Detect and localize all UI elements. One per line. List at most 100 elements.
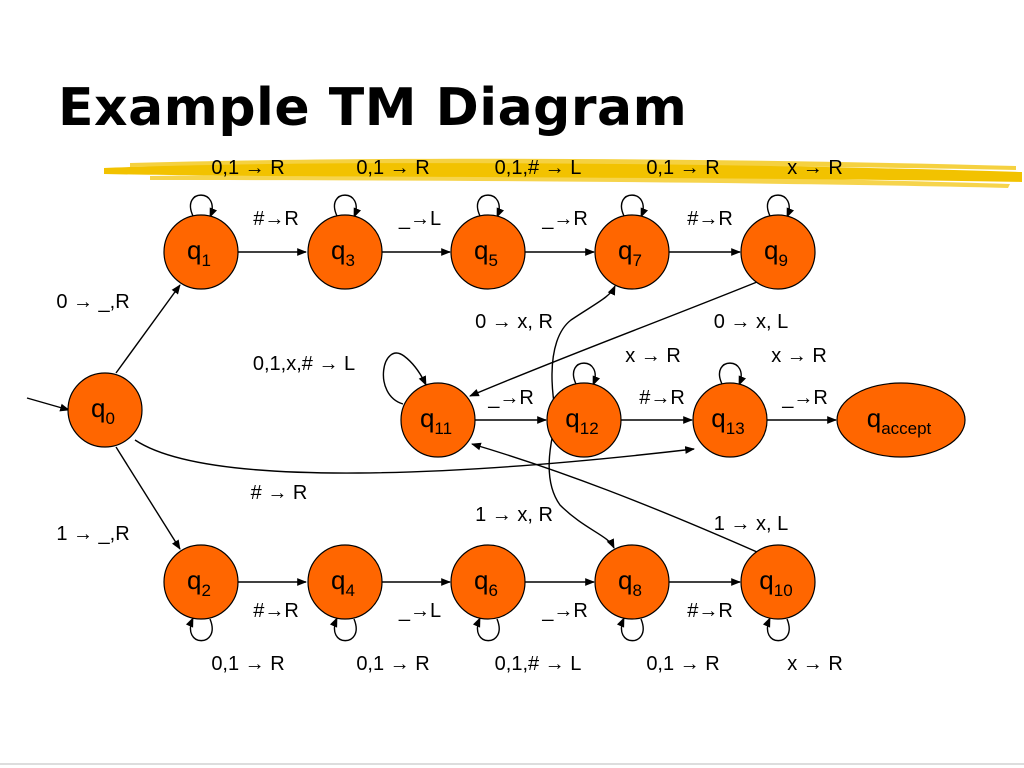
- state-q8-label: q8: [618, 565, 642, 600]
- state-qaccept-label: qaccept: [867, 403, 932, 438]
- state-q1-label: q1: [187, 235, 211, 270]
- state-q2-shape: [163, 544, 239, 620]
- state-q5-shape: [450, 214, 526, 290]
- transition-label-q6-q6: 0,1,# → L: [495, 653, 582, 675]
- state-q4-subscript: 4: [346, 581, 355, 600]
- transition-label-q13-qaccept: _→R: [781, 387, 828, 409]
- state-q1-subscript: 1: [202, 251, 211, 270]
- transition-q9-q9: [767, 194, 794, 218]
- state-q11-shape: [400, 382, 476, 458]
- transition-q10-q11: [471, 442, 758, 553]
- state-q12-shape: [546, 382, 622, 458]
- state-q4-shape: [307, 544, 383, 620]
- state-q6-shape: [450, 544, 526, 620]
- state-q3-label: q3: [331, 235, 355, 270]
- transition-q6-q6: [472, 617, 500, 642]
- state-q3-name: q: [331, 235, 345, 265]
- state-q12-name: q: [565, 403, 579, 433]
- state-q4-label: q4: [331, 565, 355, 600]
- transition-label-q8-q10: #→R: [687, 600, 733, 622]
- state-q0: q0: [67, 372, 143, 448]
- state-q0-name: q: [91, 393, 105, 423]
- state-q5-subscript: 5: [489, 251, 498, 270]
- state-q6-name: q: [474, 565, 488, 595]
- state-q1-name: q: [187, 235, 201, 265]
- title-underline-stroke: [104, 158, 1022, 188]
- state-q1-shape: [163, 214, 239, 290]
- state-q0-subscript: 0: [106, 409, 115, 428]
- state-q5-label: q5: [474, 235, 498, 270]
- transition-q12-q12: [573, 362, 600, 386]
- state-q5: q5: [450, 214, 526, 290]
- slide-title: Example TM Diagram: [58, 78, 688, 138]
- state-q1: q1: [163, 214, 239, 290]
- state-q2: q2: [163, 544, 239, 620]
- state-q8: q8: [594, 544, 670, 620]
- state-q6: q6: [450, 544, 526, 620]
- state-q13-label: q13: [711, 403, 744, 438]
- state-q11-name: q: [420, 403, 434, 433]
- state-q13: q13: [692, 382, 768, 458]
- transition-label-q6-q8: _→R: [541, 600, 588, 622]
- transition-label-q9-q9: x → R: [787, 157, 843, 179]
- state-q10-subscript: 10: [774, 581, 793, 600]
- transition-label-q2-q2: 0,1 → R: [211, 653, 284, 675]
- state-q4-name: q: [331, 565, 345, 595]
- state-q8-subscript: 8: [633, 581, 642, 600]
- transition-label-q7-q9: #→R: [687, 208, 733, 230]
- state-q13-subscript: 13: [726, 419, 745, 438]
- state-q12-subscript: 12: [580, 419, 599, 438]
- transition-q7-q7: [621, 194, 648, 218]
- state-q9: q9: [740, 214, 816, 290]
- state-q12: q12: [546, 382, 622, 458]
- state-q7: q7: [594, 214, 670, 290]
- state-q11-subscript: 11: [434, 419, 452, 438]
- transition-label-q12-q12: x → R: [625, 345, 681, 367]
- transition-label-q8-q8: 0,1 → R: [646, 653, 719, 675]
- transition-label-q2-q4: #→R: [253, 600, 299, 622]
- state-q8-shape: [594, 544, 670, 620]
- transition-label-q9-q11: 0 → x, L: [714, 311, 788, 333]
- state-q12-label: q12: [565, 403, 598, 438]
- state-q3-shape: [307, 214, 383, 290]
- transition-label-q1-q3: #→R: [253, 208, 299, 230]
- transition-label-q10-q10: x → R: [787, 653, 843, 675]
- state-q9-shape: [740, 214, 816, 290]
- state-qaccept: qaccept: [836, 382, 966, 458]
- transition-label-q11-q12: _→R: [487, 387, 534, 409]
- state-q2-name: q: [187, 565, 201, 595]
- transition-q0-q13: [134, 439, 695, 474]
- transition-label-q10-q11: 1 → x, L: [714, 513, 788, 535]
- state-q7-subscript: 7: [633, 251, 642, 270]
- transition-label-q12-q13: #→R: [639, 387, 685, 409]
- transition-label-q0-q13: # → R: [251, 482, 308, 504]
- transition-q0-q1: [115, 284, 181, 374]
- transition-label-q4-q6: _→L: [398, 600, 441, 622]
- state-q10-shape: [740, 544, 816, 620]
- state-q10-label: q10: [759, 565, 792, 600]
- state-q0-label: q0: [91, 393, 115, 428]
- state-q11: q11: [400, 382, 476, 458]
- transition-label-q0-q2: 1 → _,R: [56, 523, 129, 545]
- transition-label-q3-q5: _→L: [398, 208, 441, 230]
- transition-q11-q11: [382, 352, 427, 405]
- state-q10-name: q: [759, 565, 773, 595]
- state-q5-name: q: [474, 235, 488, 265]
- transition-label-q4-q4: 0,1 → R: [356, 653, 429, 675]
- transition-q4-q4: [329, 617, 357, 642]
- transition-q1-q1: [190, 194, 217, 218]
- transition-q10-q10: [762, 617, 790, 642]
- start-arrow: [26, 397, 70, 412]
- state-qaccept-shape: [836, 382, 966, 458]
- transition-q8-q8: [616, 617, 644, 642]
- state-q4: q4: [307, 544, 383, 620]
- transition-label-q12-q7: 0 → x, R: [475, 311, 553, 333]
- transition-label-q5-q5: 0,1,# → L: [495, 157, 582, 179]
- transition-label-q12-q8: 1 → x, R: [475, 504, 553, 526]
- state-q7-shape: [594, 214, 670, 290]
- state-q3-subscript: 3: [346, 251, 355, 270]
